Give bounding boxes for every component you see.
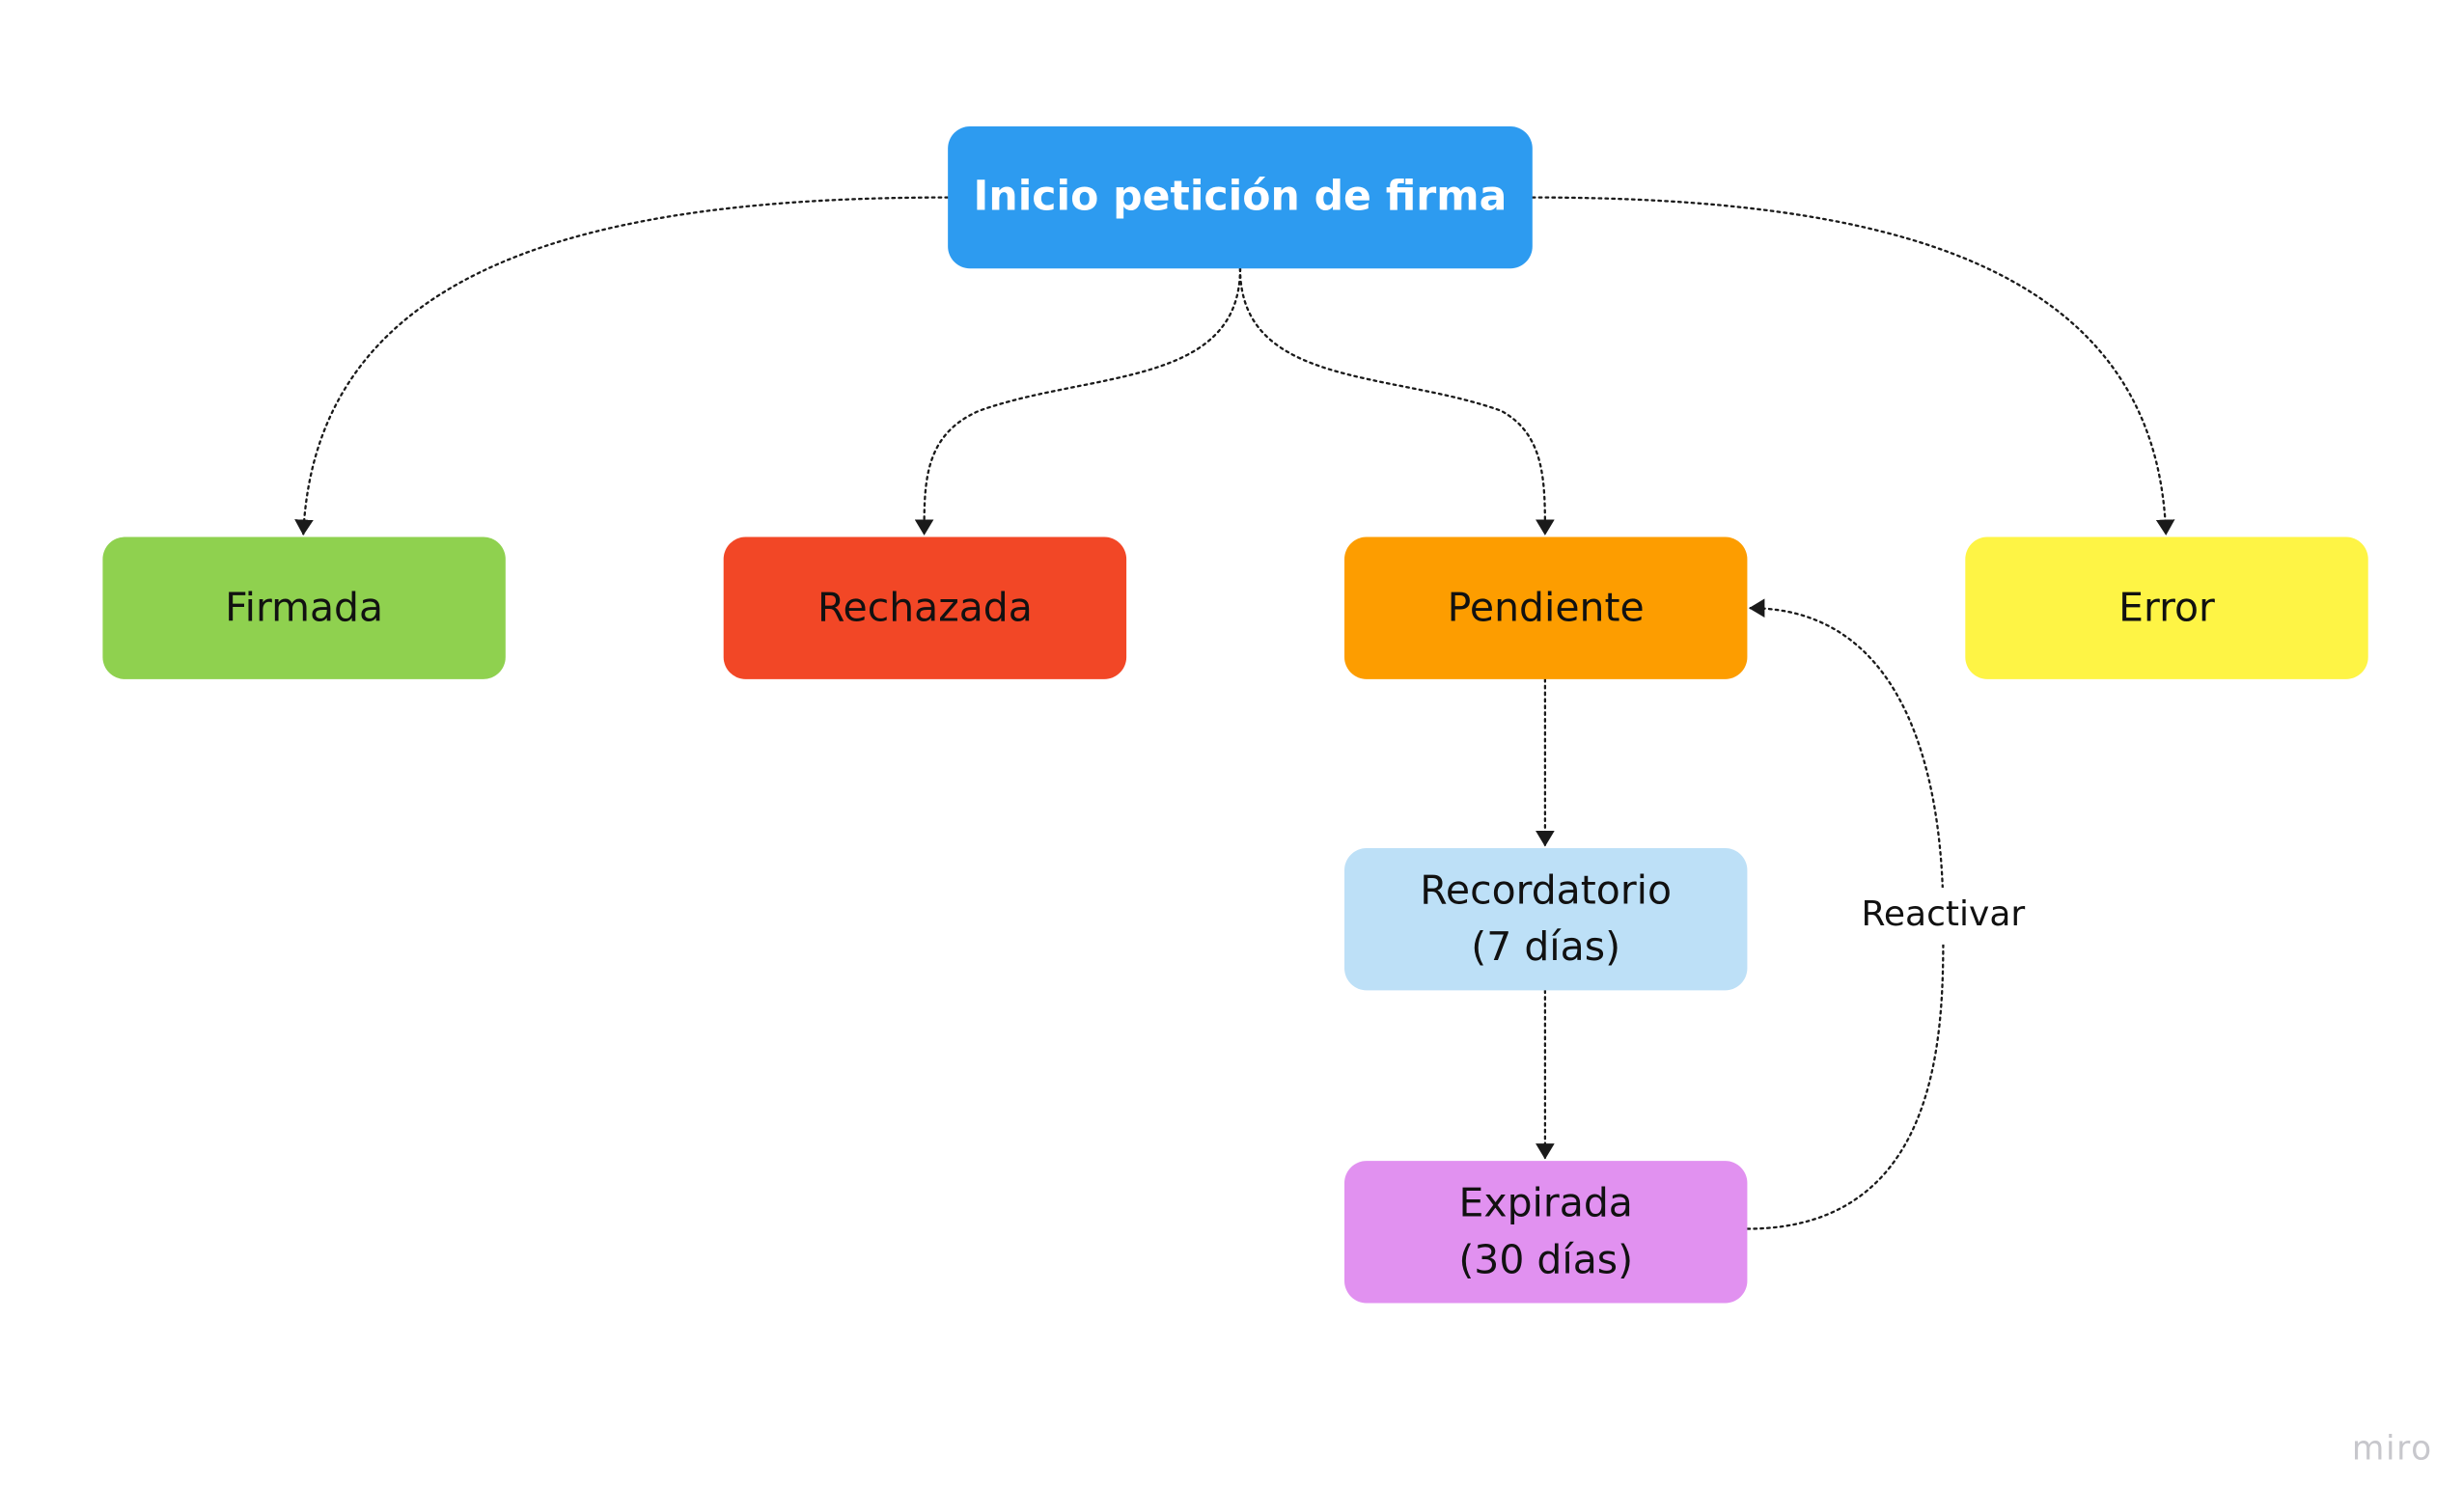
edge-root-to-pendiente [1238,267,1555,536]
edge-expirada-to-pendiente [1746,598,1945,1230]
expirada-node[interactable]: Expirada (30 días) [1344,1161,1748,1304]
recordatorio-node[interactable]: Recordatorio (7 días) [1344,848,1748,991]
rechazada-node[interactable]: Rechazada [723,536,1127,679]
reactivar-edge-label: Reactivar [1832,887,2054,945]
pendiente-node[interactable]: Pendiente [1344,536,1748,679]
start-node[interactable]: Inicio petición de firma [948,125,1533,269]
miro-watermark: miro [2351,1429,2433,1468]
edge-root-to-firmada [294,196,950,536]
edge-root-to-error [1531,196,2175,536]
edge-root-to-rechazada [914,267,1242,536]
error-node[interactable]: Error [1965,536,2368,679]
firmada-node[interactable]: Firmada [102,536,506,679]
